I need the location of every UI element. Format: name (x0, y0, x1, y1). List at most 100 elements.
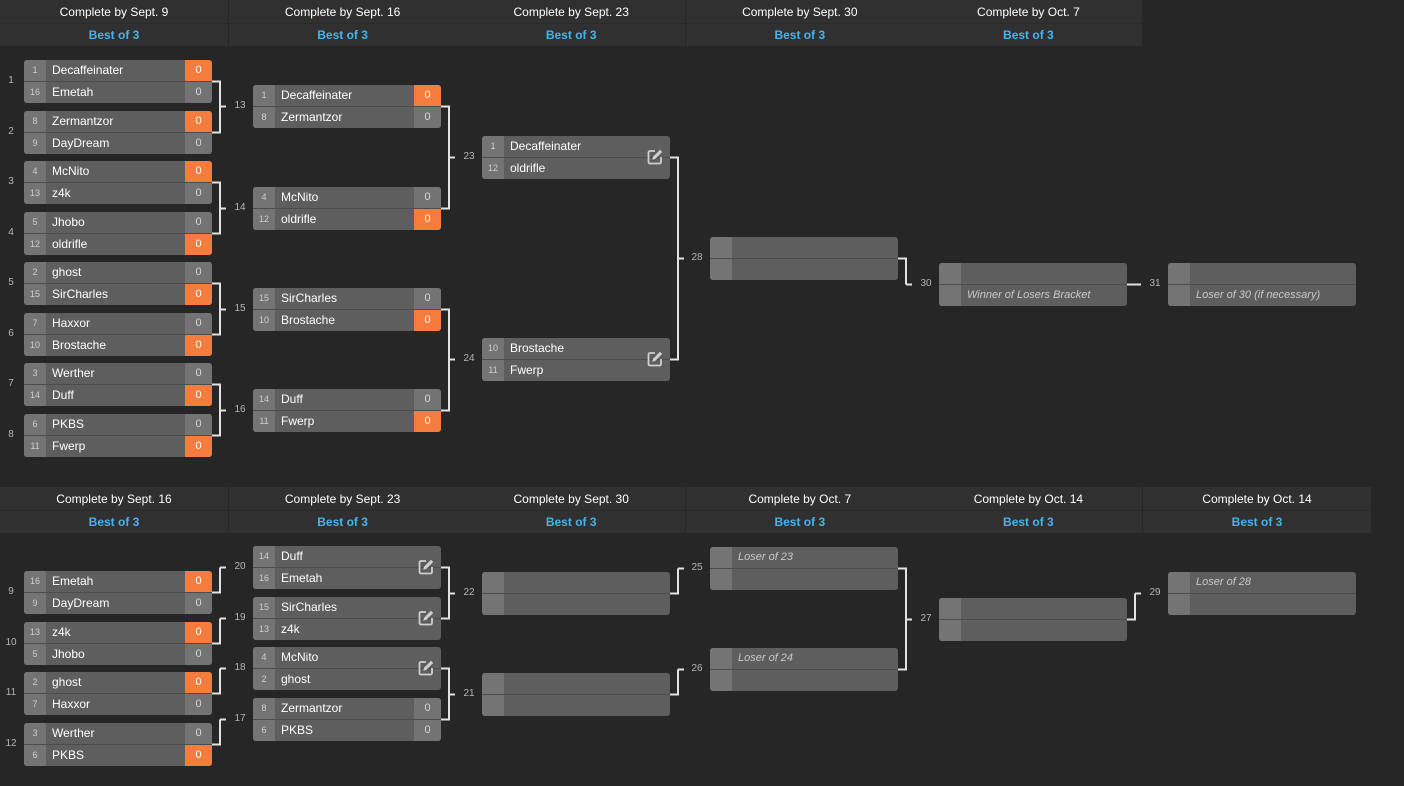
player-row[interactable] (710, 568, 898, 590)
score-cell[interactable]: 0 (185, 284, 212, 305)
match-26[interactable]: Loser of 24 (710, 648, 898, 691)
match-27[interactable] (939, 598, 1127, 641)
match-31[interactable]: Loser of 30 (if necessary) (1168, 263, 1356, 306)
match-25[interactable]: Loser of 23 (710, 547, 898, 590)
score-cell[interactable]: 0 (185, 745, 212, 766)
player-row[interactable] (482, 673, 670, 694)
score-cell[interactable]: 0 (185, 414, 212, 435)
score-cell[interactable]: 0 (414, 85, 441, 106)
edit-icon[interactable] (646, 350, 664, 368)
score-cell[interactable]: 0 (185, 212, 212, 233)
score-cell[interactable]: 0 (185, 161, 212, 182)
edit-icon[interactable] (417, 609, 435, 627)
player-row[interactable]: Loser of 30 (if necessary) (1168, 284, 1356, 306)
player-row[interactable] (1168, 593, 1356, 615)
score-cell[interactable]: 0 (185, 234, 212, 255)
score-cell[interactable]: 0 (414, 310, 441, 331)
player-row[interactable] (482, 694, 670, 716)
score-cell[interactable]: 0 (185, 571, 212, 592)
score-cell[interactable]: 0 (185, 82, 212, 103)
score-cell[interactable]: 0 (185, 436, 212, 457)
score-cell[interactable]: 0 (414, 209, 441, 230)
score-cell[interactable]: 0 (185, 111, 212, 132)
score-cell[interactable]: 0 (185, 363, 212, 384)
player-row[interactable] (710, 237, 898, 258)
player-row[interactable] (939, 263, 1127, 284)
player-row[interactable] (710, 258, 898, 280)
match-28[interactable] (710, 237, 898, 280)
score-cell[interactable]: 0 (414, 389, 441, 410)
player-row[interactable]: Loser of 24 (710, 648, 898, 669)
score-cell[interactable]: 0 (414, 107, 441, 128)
match-30[interactable]: Winner of Losers Bracket (939, 263, 1127, 306)
score-cell[interactable]: 0 (414, 288, 441, 309)
score-cell[interactable]: 0 (185, 622, 212, 643)
match-29[interactable]: Loser of 28 (1168, 572, 1356, 615)
score-cell[interactable]: 0 (185, 313, 212, 334)
edit-icon[interactable] (417, 659, 435, 677)
score-cell[interactable]: 0 (185, 262, 212, 283)
match-22[interactable] (482, 572, 670, 615)
score-cell[interactable]: 0 (185, 133, 212, 154)
match-21[interactable] (482, 673, 670, 716)
score-cell[interactable]: 0 (414, 720, 441, 741)
score-cell[interactable]: 0 (185, 593, 212, 614)
